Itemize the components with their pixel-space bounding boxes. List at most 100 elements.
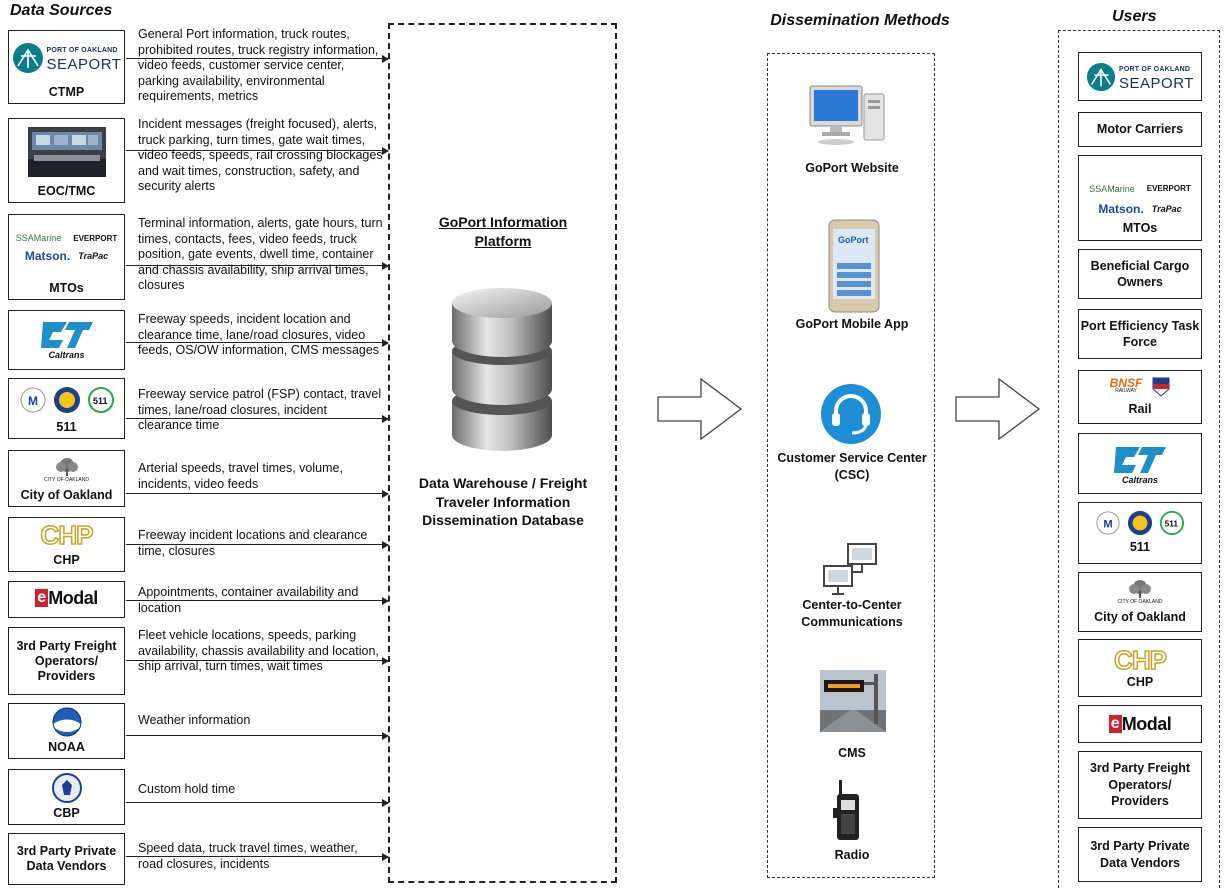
noaa-logo — [9, 704, 124, 740]
user-label: Beneficial Cargo Owners — [1090, 258, 1190, 290]
headset-icon — [821, 384, 881, 444]
user-city-of-oakland: CITY OF OAKLAND City of Oakland — [1078, 572, 1202, 632]
source-desc: Speed data, truck travel times, weather,… — [138, 841, 358, 871]
railway-text: RAILWAY — [1115, 387, 1137, 394]
source-noaa: NOAA — [8, 703, 125, 759]
fsp-icon — [53, 386, 80, 413]
source-ctmp: PORT OF OAKLAND SEAPORT CTMP — [8, 30, 125, 104]
everport-logo: EVERPORT — [73, 233, 118, 243]
matson-logo: Matson. — [24, 249, 71, 263]
data-sources-header: Data Sources — [10, 2, 113, 19]
users-box — [1058, 30, 1220, 888]
source-label: MTOs — [49, 281, 84, 295]
source-desc: Freeway incident locations and clearance… — [138, 528, 368, 558]
emodal-e: e — [35, 589, 49, 607]
user-label: CHP — [1126, 674, 1154, 689]
flow-arrow — [126, 540, 389, 549]
mto-logos: SSAMarine EVERPORT — [1089, 184, 1191, 194]
rail-logos: BNSF RAILWAY — [1110, 377, 1171, 397]
user-3rd-party-freight: 3rd Party Freight Operators/ Providers — [1078, 751, 1202, 819]
method-label: GoPort Website — [805, 161, 899, 175]
source-mtos: SSAMarine EVERPORT Matson. TraPac MTOs — [8, 214, 125, 300]
caltrans-logo — [1114, 446, 1166, 473]
source-label: CBP — [53, 806, 80, 820]
user-label: 3rd Party Freight Operators/ Providers — [1089, 761, 1191, 809]
radio-icon — [833, 780, 859, 840]
union-pacific-shield-icon — [1152, 377, 1170, 397]
oakland-tree-logo: CITY OF OAKLAND — [9, 451, 124, 488]
flow-arrow — [126, 261, 389, 270]
oak-tree-icon — [1129, 579, 1151, 598]
seaport-text: SEAPORT — [1119, 74, 1194, 92]
source-label: 3rd Party Freight Operators/ Providers — [16, 638, 117, 683]
highway-sign-icon — [820, 670, 886, 732]
source-eoc-tmc: EOC/TMC — [8, 118, 125, 203]
database-icon — [452, 288, 552, 451]
source-desc: Freeway speeds, incident location and cl… — [138, 312, 380, 357]
method-label: Center-to-Center Communications — [801, 598, 903, 629]
flow-arrow — [126, 656, 389, 665]
trapac-logo: TraPac — [1151, 203, 1182, 214]
511-logos: M 511 — [1095, 510, 1185, 536]
platform-subtitle: Data Warehouse / Freight Traveler Inform… — [418, 475, 588, 528]
port-small-text: PORT OF OAKLAND — [46, 47, 118, 54]
ssa-logo: SSAMarine — [1089, 183, 1135, 194]
mto-logos: SSAMarine EVERPORT Matson. TraPac — [9, 215, 124, 281]
source-3rd-party-private-data: 3rd Party Private Data Vendors — [8, 833, 125, 885]
user-port-of-oakland: PORT OF OAKLAND SEAPORT — [1078, 52, 1202, 101]
smartphone-icon: GoPort — [828, 219, 880, 313]
flow-arrow — [126, 489, 389, 498]
source-desc: Weather information — [138, 713, 251, 727]
user-label: City of Oakland — [1094, 609, 1186, 624]
flow-arrow — [126, 852, 389, 861]
emodal-text: Modal — [1121, 713, 1172, 734]
user-caltrans: Caltrans — [1078, 433, 1202, 494]
flow-arrow — [126, 146, 389, 155]
source-desc: General Port information, truck routes, … — [138, 27, 379, 103]
chp-logo-text: CHP — [40, 519, 94, 551]
user-mtos: SSAMarine EVERPORT Matson. TraPac MTOs — [1078, 155, 1202, 241]
511-badge-icon: 511 — [1159, 511, 1185, 536]
source-label: NOAA — [48, 740, 85, 754]
metro-icon: M — [1096, 511, 1120, 535]
network-icon — [823, 543, 877, 595]
method-label: GoPort Mobile App — [795, 317, 909, 331]
metro-icon: M — [20, 387, 45, 412]
flow-arrow — [126, 596, 389, 605]
source-desc: Incident messages (freight focused), ale… — [138, 117, 383, 193]
trapac-logo: TraPac — [78, 251, 109, 261]
source-desc: Fleet vehicle locations, speeds, parking… — [138, 628, 379, 673]
user-port-efficiency-task-force: Port Efficiency Task Force — [1078, 309, 1202, 359]
computer-icon — [809, 85, 885, 145]
source-desc: Appointments, container availability and… — [138, 585, 359, 615]
caltrans-text: Caltrans — [48, 349, 85, 360]
fsp-icon — [1127, 511, 1153, 536]
ssa-logo: SSAMarine — [15, 233, 62, 243]
user-3rd-party-private-data: 3rd Party Private Data Vendors — [1078, 827, 1202, 882]
511-logos: M 511 — [9, 379, 124, 420]
source-label: EOC/TMC — [37, 184, 96, 198]
control-room-photo — [9, 119, 124, 184]
source-511: M 511 511 — [8, 378, 125, 439]
everport-logo: EVERPORT — [1146, 184, 1191, 193]
svg-text:M: M — [1103, 519, 1112, 531]
svg-text:511: 511 — [1165, 519, 1179, 529]
source-desc: Freeway service patrol (FSP) contact, tr… — [138, 387, 382, 432]
users-header: Users — [1112, 8, 1157, 25]
svg-text:GoPort: GoPort — [838, 235, 869, 245]
flow-big-arrow-1 — [657, 378, 743, 440]
platform-box — [388, 23, 617, 883]
source-label: City of Oakland — [20, 488, 113, 502]
dhs-seal-icon — [51, 773, 82, 803]
method-label: Customer Service Center (CSC) — [777, 451, 927, 482]
seaport-text: SEAPORT — [46, 56, 122, 73]
city-small-text: CITY OF OAKLAND — [44, 476, 89, 483]
user-label: Port Efficiency Task Force — [1080, 318, 1200, 350]
source-3rd-party-freight: 3rd Party Freight Operators/ Providers — [8, 627, 125, 695]
user-rail: BNSF RAILWAY Rail — [1078, 370, 1202, 424]
flow-arrow — [126, 54, 389, 63]
source-city-of-oakland: CITY OF OAKLAND City of Oakland — [8, 450, 125, 507]
user-chp: CHP CHP — [1078, 639, 1202, 697]
